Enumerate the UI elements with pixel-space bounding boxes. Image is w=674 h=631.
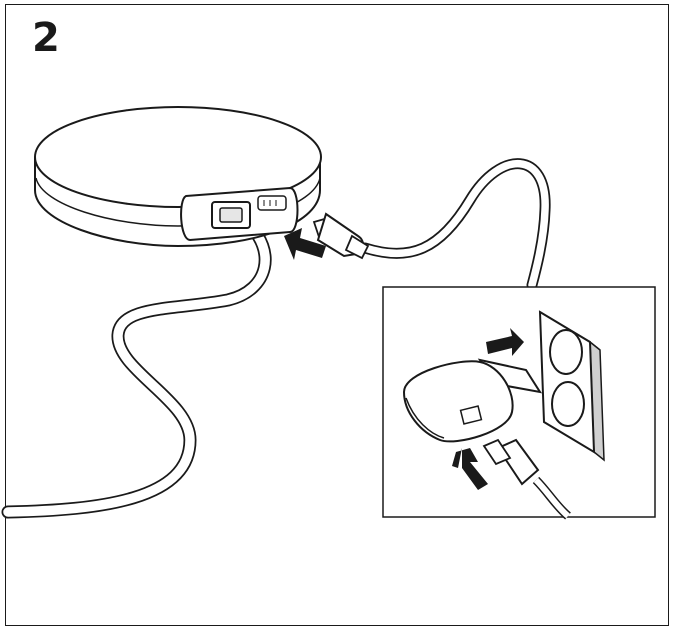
usb-c-plug-icon: [312, 212, 370, 260]
usb-power-adapter-icon: [402, 358, 543, 443]
insert-arrow-icon: [284, 228, 326, 260]
insert-arrow-icon: [486, 328, 524, 356]
insert-arrow-icon: [452, 448, 488, 490]
instruction-panel-frame: [5, 4, 669, 626]
wireless-charger-pad-icon: [34, 106, 322, 248]
usb-c-cable-icon: [359, 158, 551, 291]
wall-socket-icon: [538, 310, 605, 462]
usb-a-plug-icon: [482, 438, 571, 520]
charger-cable-icon: [1, 217, 272, 519]
step-number: 2: [32, 15, 60, 61]
